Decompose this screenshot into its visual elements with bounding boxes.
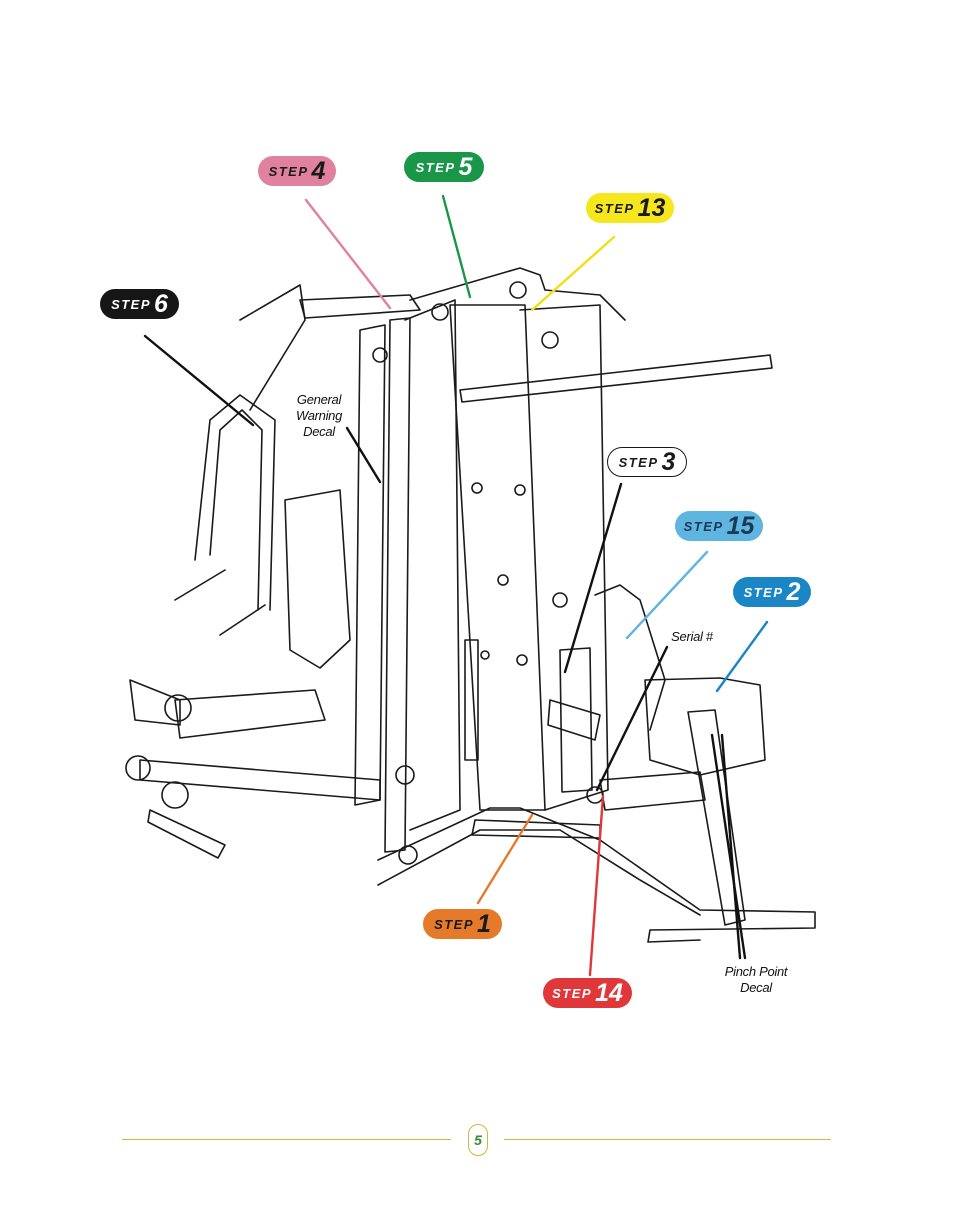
page-number: 5 xyxy=(468,1124,488,1156)
step-label: STEP xyxy=(743,584,784,600)
step-number: 3 xyxy=(661,447,676,476)
step-label: STEP xyxy=(618,454,659,470)
step-15-badge: STEP 15 xyxy=(675,511,763,541)
label-line: General xyxy=(296,392,342,407)
step-5-badge: STEP 5 xyxy=(404,152,484,182)
step-1-badge: STEP 1 xyxy=(423,909,502,939)
general-warning-decal-label: General Warning Decal xyxy=(288,392,350,440)
step-number: 5 xyxy=(458,152,473,181)
footer-rule-left xyxy=(122,1139,451,1140)
label-line: Decal xyxy=(740,980,772,995)
label-line: Pinch Point xyxy=(724,964,788,979)
step-number: 15 xyxy=(726,511,755,540)
step-label: STEP xyxy=(683,518,724,534)
label-line: Warning xyxy=(295,408,343,423)
step-label: STEP xyxy=(268,163,309,179)
step-label: STEP xyxy=(594,200,635,216)
step-number: 6 xyxy=(154,289,168,318)
step-label: STEP xyxy=(415,159,456,175)
step-label: STEP xyxy=(552,985,593,1001)
pinch-point-decal-label: Pinch Point Decal xyxy=(718,964,794,996)
serial-number-label: Serial # xyxy=(671,629,713,644)
step-label: STEP xyxy=(111,296,152,312)
step-6-badge: STEP 6 xyxy=(100,289,179,319)
step-number: 13 xyxy=(637,193,666,222)
step-13-badge: STEP 13 xyxy=(586,193,674,223)
step-label: STEP xyxy=(434,916,475,932)
step-number: 14 xyxy=(595,978,623,1007)
label-line: Decal xyxy=(303,424,335,439)
step-4-badge: STEP 4 xyxy=(258,156,336,186)
step-number: 2 xyxy=(786,577,801,606)
step-3-badge: STEP 3 xyxy=(607,447,687,477)
step-number: 1 xyxy=(477,909,491,938)
step-14-badge: STEP 14 xyxy=(543,978,632,1008)
step-2-badge: STEP 2 xyxy=(733,577,811,607)
footer-rule-right xyxy=(504,1139,831,1140)
step-number: 4 xyxy=(311,156,326,185)
